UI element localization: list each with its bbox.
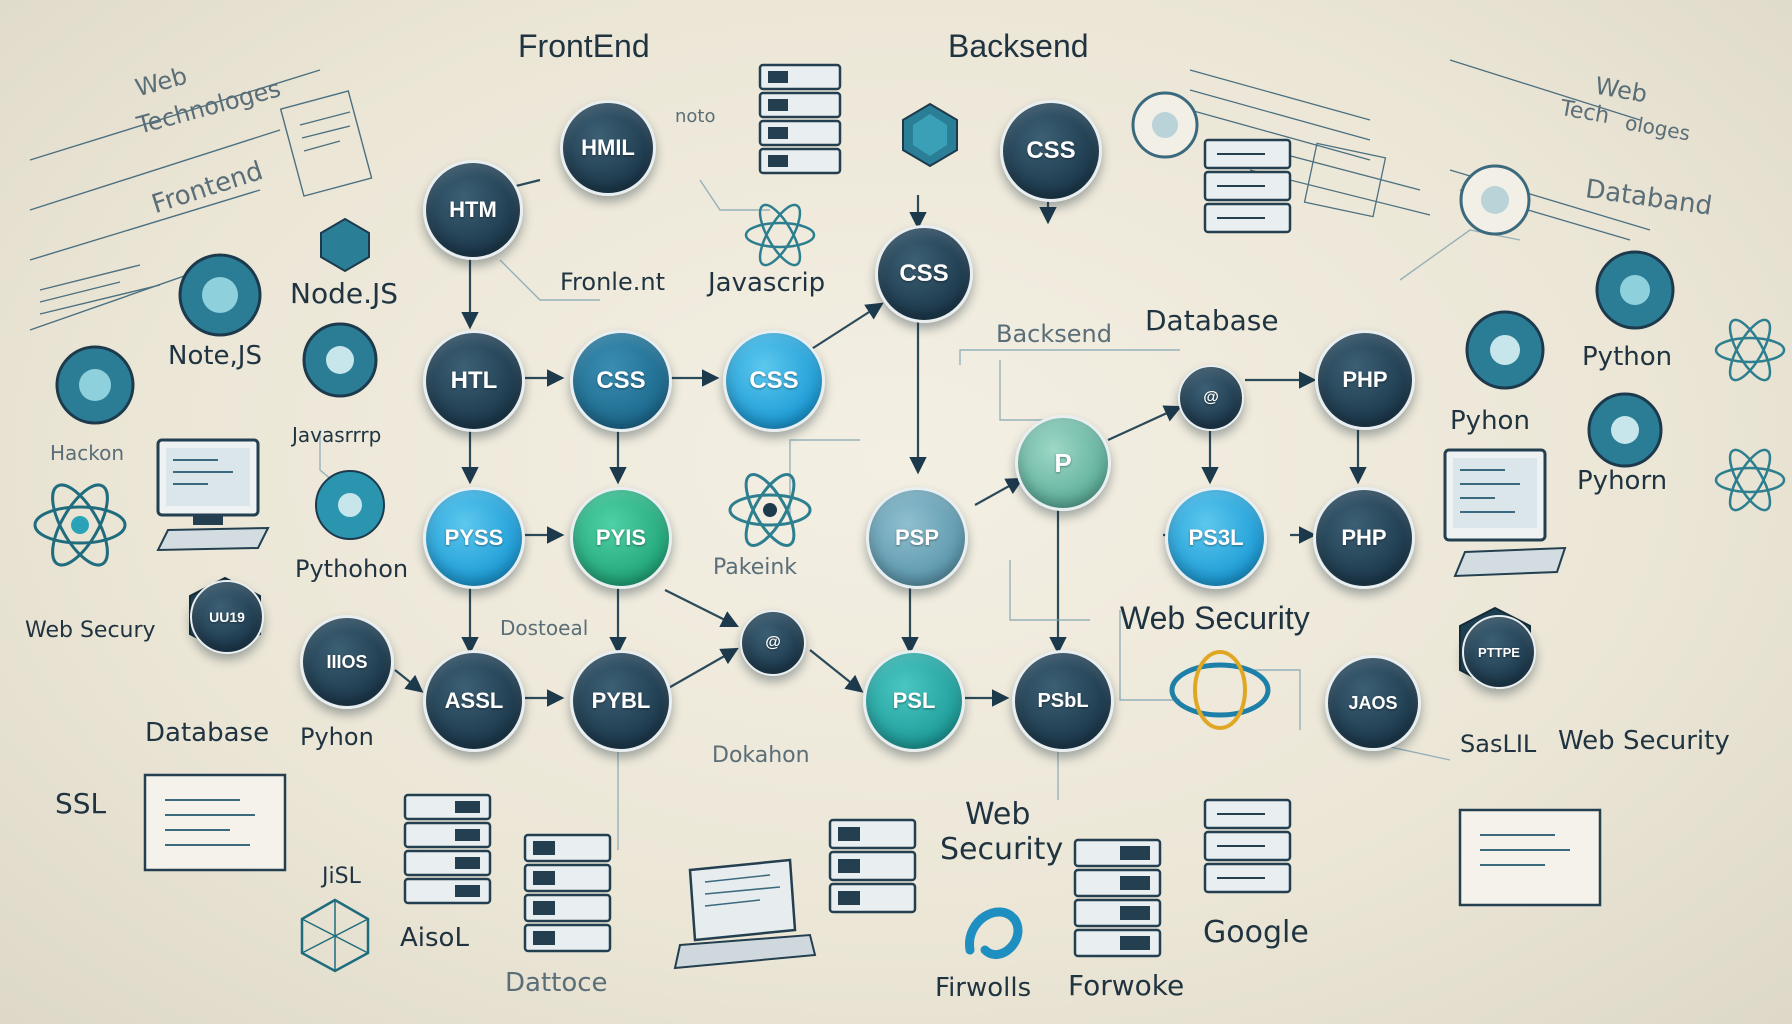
- heading-frontend: FrontEnd: [518, 28, 650, 64]
- server-stack-icon: [403, 793, 492, 905]
- atom-icon: [744, 203, 816, 267]
- document-panel-icon: [1458, 808, 1602, 907]
- gear-badge-icon: [1465, 310, 1545, 390]
- label-database-mid: Database: [1145, 304, 1279, 337]
- node-psl: PSL: [863, 650, 965, 752]
- swirl-logo-icon: [965, 907, 1023, 960]
- label-forwoke: Forwoke: [1068, 969, 1185, 1002]
- label-noto: noto: [675, 106, 716, 127]
- computer-icon: [1443, 448, 1567, 578]
- gem-icon: [902, 102, 958, 168]
- label-jisl: JiSL: [322, 864, 361, 889]
- node-pttpe: PTTPE: [1462, 615, 1536, 689]
- atom-icon: [1714, 318, 1786, 382]
- node-htl: HTL: [423, 330, 525, 432]
- label-dokahon: Dokahon: [712, 743, 810, 768]
- label-nodejs-2: Note,JS: [168, 341, 262, 371]
- atom-icon: [1714, 448, 1786, 512]
- globe-wireframe-icon: [300, 898, 370, 973]
- gear-badge-icon: [178, 253, 262, 337]
- label-dostoeal: Dostoeal: [500, 616, 589, 640]
- atom-icon: [728, 473, 812, 547]
- label-pyhorn-right: Pyhorn: [1577, 466, 1668, 496]
- label-backsend-mid: Backsend: [996, 320, 1112, 348]
- gem-icon: [320, 217, 370, 273]
- node-small-link: @: [1178, 365, 1244, 431]
- label-web-security-bottom-1: Web: [965, 797, 1031, 832]
- gear-badge-icon: [1131, 91, 1199, 159]
- node-jaos: JAOS: [1325, 655, 1421, 751]
- gear-badge-icon: [1587, 392, 1663, 468]
- label-sasll: SasLIL: [1460, 730, 1537, 758]
- node-psp: PSP: [866, 487, 968, 589]
- node-pyis: PYIS: [570, 487, 672, 589]
- gear-badge-icon: [1595, 250, 1675, 330]
- node-php-lower: PHP: [1313, 487, 1415, 589]
- gear-badge-icon: [302, 322, 378, 398]
- node-iiios: IIIOS: [300, 615, 394, 709]
- label-web-security-mid: Web Security: [1120, 600, 1310, 636]
- laptop-icon: [673, 858, 817, 970]
- node-css-b: CSS: [723, 330, 825, 432]
- node-htm: HTM: [423, 160, 523, 260]
- heading-backend: Backsend: [948, 28, 1089, 64]
- label-pyhon-left: Pyhon: [300, 723, 374, 751]
- server-stack-icon: [828, 818, 917, 914]
- label-python-left: Pythohon: [295, 555, 409, 583]
- label-aisol: AisoL: [400, 923, 469, 953]
- label-pakeink: Pakeink: [713, 555, 798, 580]
- label-pyhon-right: Pyhon: [1450, 406, 1530, 436]
- gear-badge-icon: [315, 470, 385, 540]
- server-stack-icon: [1203, 138, 1292, 234]
- label-javascript-mid: Javascrip: [708, 268, 826, 298]
- node-p: P: [1015, 415, 1111, 511]
- node-hmil: HMIL: [560, 100, 656, 196]
- label-nodejs-1: Node.JS: [290, 277, 399, 310]
- atom-icon: [33, 483, 127, 567]
- label-web-security-bottom-2: Security: [940, 832, 1064, 867]
- node-assl: ASSL: [423, 650, 525, 752]
- document-panel-icon: [143, 773, 287, 872]
- label-dattoce: Dattoce: [505, 968, 608, 998]
- node-css-a: CSS: [570, 330, 672, 432]
- server-stack-icon: [523, 833, 612, 953]
- node-psbl: PSbL: [1012, 650, 1114, 752]
- computer-icon: [156, 438, 270, 552]
- server-stack-icon: [1203, 798, 1292, 894]
- orbit-logo-icon: [1169, 650, 1271, 730]
- node-uu19: UU19: [190, 580, 264, 654]
- node-css-upper: CSS: [875, 225, 973, 323]
- server-stack-icon: [758, 63, 842, 175]
- label-database-left: Database: [145, 718, 270, 748]
- node-php-upper: PHP: [1315, 330, 1415, 430]
- label-frontend-mid: Fronle.nt: [560, 268, 665, 296]
- label-web-security-left: Web Secury: [25, 618, 156, 643]
- label-hackon: Hackon: [50, 441, 125, 465]
- node-pybl: PYBL: [570, 650, 672, 752]
- gear-badge-icon: [55, 345, 135, 425]
- gear-badge-icon: [1459, 164, 1531, 236]
- label-firwolls: Firwolls: [935, 973, 1032, 1003]
- node-ps3l: PS3L: [1165, 487, 1267, 589]
- label-google: Google: [1203, 915, 1309, 950]
- server-stack-icon: [1073, 838, 1162, 958]
- label-ssl: SSL: [55, 787, 107, 820]
- label-web-security-right: Web Security: [1558, 726, 1730, 756]
- node-small-hub: @: [740, 610, 806, 676]
- node-css-top: CSS: [1000, 100, 1102, 202]
- label-python-right: Python: [1582, 342, 1673, 372]
- label-javascript-left: Javasrrrp: [292, 423, 382, 447]
- node-pyss: PYSS: [423, 487, 525, 589]
